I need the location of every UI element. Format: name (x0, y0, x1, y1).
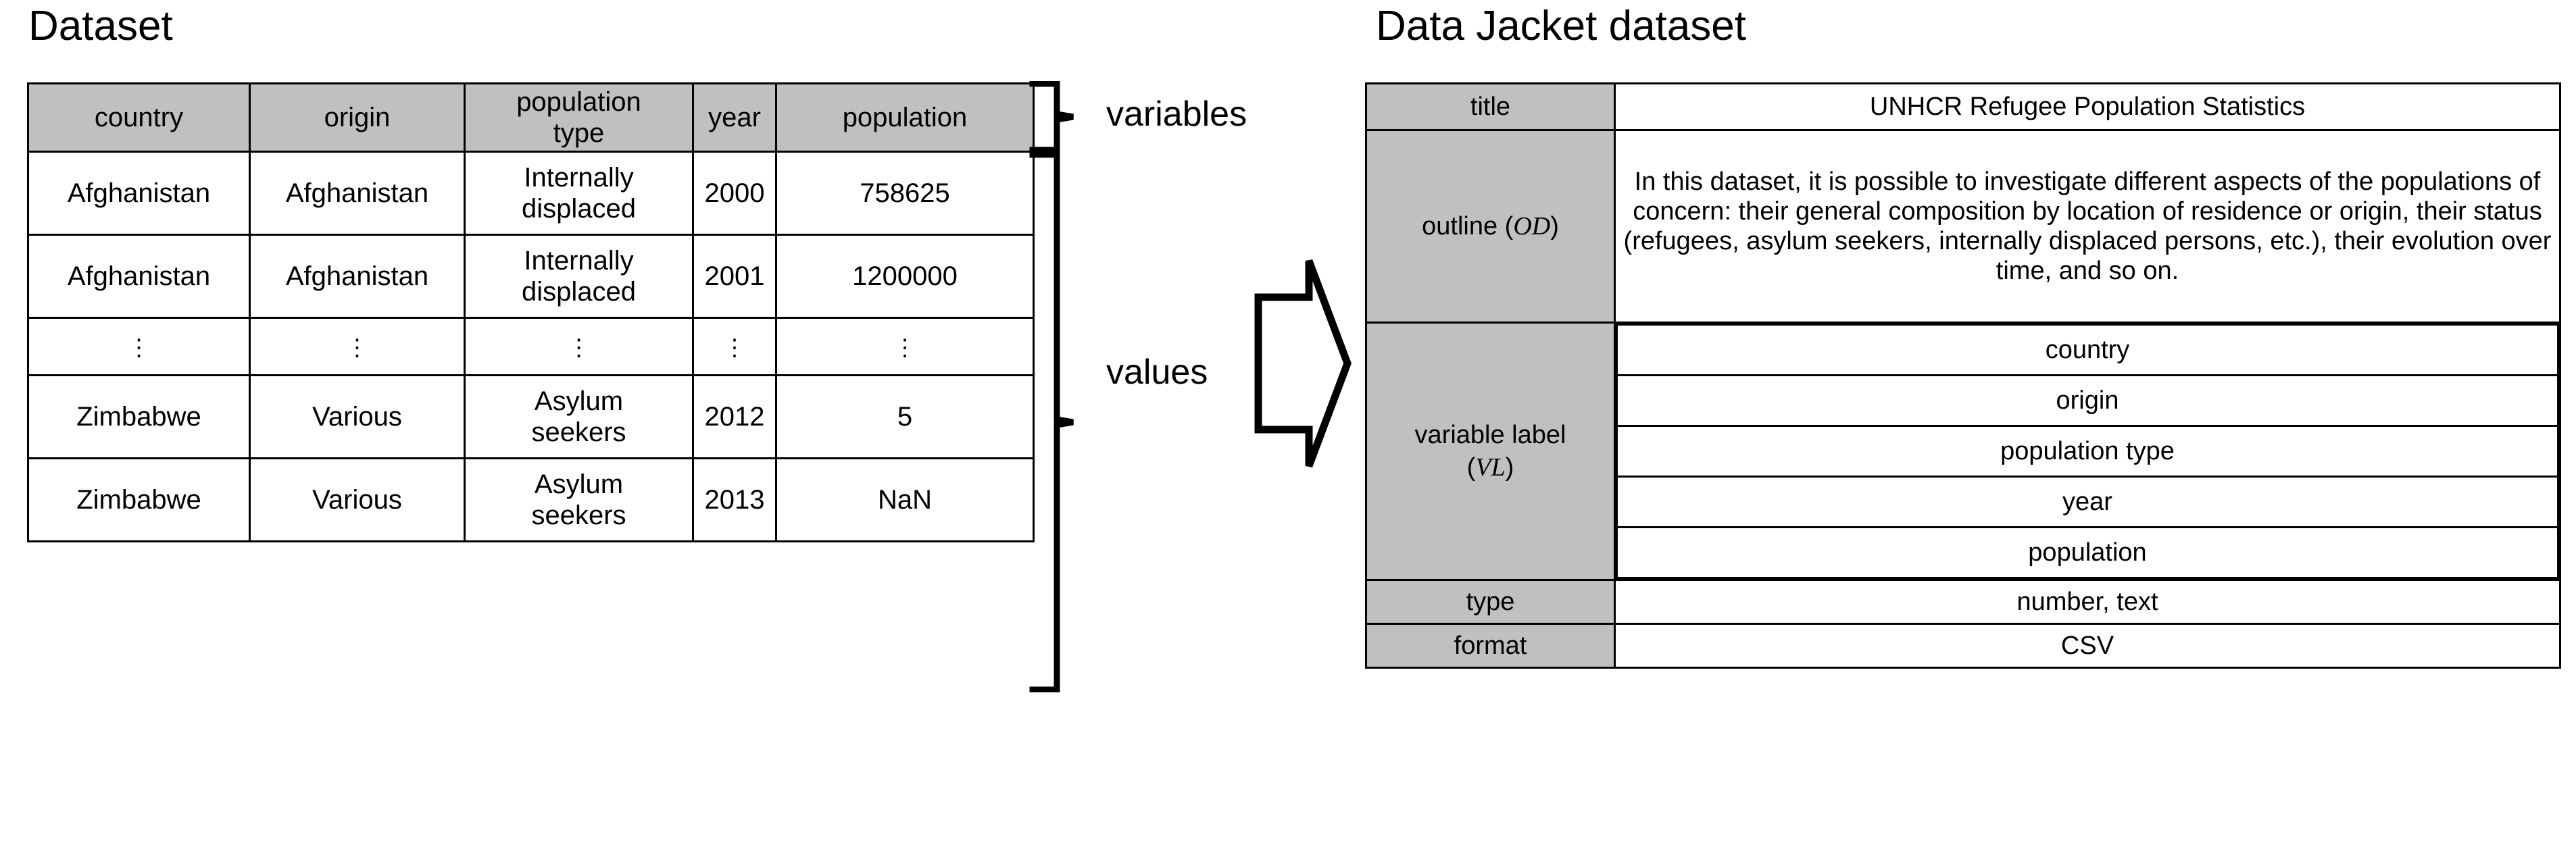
values-bracket-icon (1029, 152, 1074, 692)
column-header-year: year (692, 82, 777, 153)
cell-population: 1200000 (775, 234, 1035, 319)
row-value-title: UNHCR Refugee Population Statistics (1614, 82, 2561, 131)
vertical-ellipsis-icon: ⋮ (893, 335, 916, 361)
variables-bracket-icon (1029, 81, 1074, 153)
list-item: year (1616, 476, 2559, 528)
list-item: country (1616, 324, 2559, 376)
variables-annotation-label: variables (1106, 95, 1247, 134)
cell-year: 2012 (692, 374, 777, 459)
row-label-variable-label: variable label (VL) (1365, 322, 1616, 581)
variable-label-sublist: country origin population type year popu… (1616, 324, 2559, 579)
variable-label-population: population (1616, 526, 2559, 579)
list-item: population type (1616, 425, 2559, 478)
values-annotation-label: values (1106, 353, 1208, 392)
row-value-outline: In this dataset, it is possible to inves… (1614, 129, 2561, 324)
cell-origin: Afghanistan (249, 234, 466, 319)
row-label-outline: outline (OD) (1365, 129, 1616, 324)
cell-year: 2000 (692, 151, 777, 236)
variable-label-country: country (1616, 324, 2559, 376)
row-label-type: type (1365, 579, 1616, 625)
row-value-format: CSV (1614, 623, 2561, 669)
right-block-arrow-icon (1254, 259, 1352, 467)
row-value-type: number, text (1614, 579, 2561, 625)
cell-year: 2001 (692, 234, 777, 319)
row-label-variable-label-text: variable label (1414, 421, 1566, 449)
row-value-variable-label-list: country origin population type year popu… (1614, 322, 2561, 581)
datajacket-row-outline: outline (OD) In this dataset, it is poss… (1365, 129, 2561, 324)
column-header-population: population (775, 82, 1035, 153)
variable-label-population-type: population type (1616, 425, 2559, 478)
vertical-ellipsis-icon: ⋮ (345, 335, 369, 361)
cell-origin: Various (249, 457, 466, 542)
datajacket-panel-title: Data Jacket dataset (1376, 3, 1746, 49)
row-label-variable-label-symbol: VL (1475, 453, 1506, 482)
datajacket-row-format: format CSV (1365, 623, 2561, 669)
cell-population: 758625 (775, 151, 1035, 236)
vertical-ellipsis-icon: ⋮ (127, 335, 151, 361)
cell-country: Afghanistan (27, 234, 251, 319)
datajacket-row-title: title UNHCR Refugee Population Statistic… (1365, 82, 2561, 131)
variable-label-year: year (1616, 476, 2559, 528)
column-header-origin: origin (249, 82, 466, 153)
datajacket-row-variable-label: variable label (VL) country origin popul… (1365, 322, 2561, 581)
cell-ellipsis: ⋮ (775, 317, 1035, 376)
cell-origin: Various (249, 374, 466, 459)
cell-ellipsis: ⋮ (249, 317, 466, 376)
cell-country: Afghanistan (27, 151, 251, 236)
cell-year: 2013 (692, 457, 777, 542)
dataset-panel-title: Dataset (28, 3, 173, 49)
variable-label-origin: origin (1616, 374, 2559, 427)
list-item: origin (1616, 374, 2559, 427)
table-row-ellipsis: ⋮ ⋮ ⋮ ⋮ ⋮ (27, 317, 1035, 376)
cell-ellipsis: ⋮ (27, 317, 251, 376)
cell-country: Zimbabwe (27, 374, 251, 459)
cell-country: Zimbabwe (27, 457, 251, 542)
row-label-title: title (1365, 82, 1616, 131)
row-label-outline-symbol: OD (1513, 212, 1551, 240)
datajacket-table: title UNHCR Refugee Population Statistic… (1365, 82, 2561, 669)
list-item: population (1616, 526, 2559, 579)
vertical-ellipsis-icon: ⋮ (567, 335, 591, 361)
row-label-outline-text: outline (1422, 212, 1498, 240)
cell-ellipsis: ⋮ (692, 317, 777, 376)
row-label-format: format (1365, 623, 1616, 669)
cell-population: 5 (775, 374, 1035, 459)
cell-origin: Afghanistan (249, 151, 466, 236)
datajacket-row-type: type number, text (1365, 579, 2561, 625)
cell-population: NaN (775, 457, 1035, 542)
cell-ellipsis: ⋮ (464, 317, 694, 376)
vertical-ellipsis-icon: ⋮ (723, 335, 746, 361)
column-header-country: country (27, 82, 251, 153)
